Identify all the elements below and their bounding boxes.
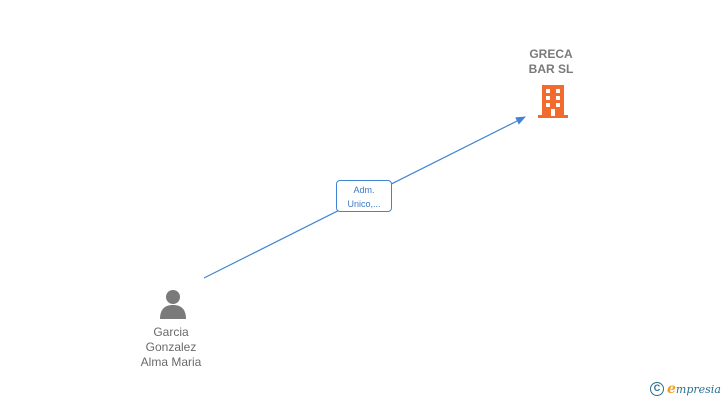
person-name-line2: Gonzalez <box>145 340 197 354</box>
person-name[interactable]: Garcia Gonzalez Alma Maria <box>111 325 231 370</box>
relation-label-line1: Adm. <box>353 185 375 195</box>
brand-name: mpresia <box>675 383 721 396</box>
relation-label-line2: Unico,... <box>347 199 381 209</box>
company-name-line1: GRECA <box>529 47 573 61</box>
relation-label-box[interactable]: Adm. Unico,... <box>336 180 392 212</box>
brand-initial: e <box>667 381 676 397</box>
company-name[interactable]: GRECA BAR SL <box>500 47 602 77</box>
person-icon[interactable] <box>157 288 189 320</box>
brand-logo: empresia <box>667 381 721 397</box>
person-name-line1: Garcia <box>153 325 189 339</box>
building-icon[interactable] <box>537 83 569 119</box>
company-name-line2: BAR SL <box>528 62 574 76</box>
person-name-line3: Alma Maria <box>140 355 202 369</box>
copyright-icon: C <box>650 382 664 396</box>
footer-branding: C empresia <box>650 380 721 398</box>
